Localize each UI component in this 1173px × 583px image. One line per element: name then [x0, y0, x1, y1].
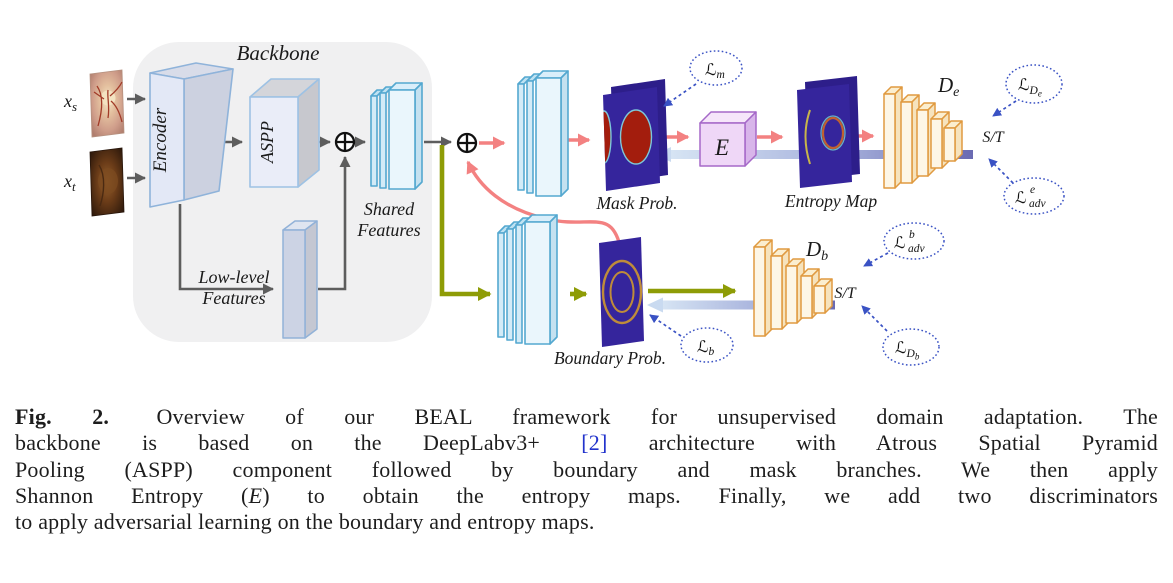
loss-mask-label: ℒm [705, 60, 725, 81]
loss-adv-entropy-ellipse [1003, 177, 1065, 215]
fundus-vessels [93, 81, 123, 127]
arrow-lowlevel-sum [318, 156, 351, 291]
figure-caption: Fig. 2. Overview of our BEAL framework f… [15, 404, 1158, 535]
source-image [89, 69, 125, 138]
adv-flow-arrowhead [647, 297, 663, 313]
svg-text:ℒ: ℒ [894, 233, 906, 252]
loss-disc-entropy-ellipse [1005, 64, 1063, 104]
svg-text:e: e [1030, 184, 1035, 196]
arrow-ladve-st [988, 158, 1014, 184]
target-image [89, 147, 125, 217]
st-label-boundary: S/T [834, 285, 856, 302]
caption-line-4: Shannon Entropy (E) to obtain the entrop… [15, 482, 1158, 508]
arrow-ldb-st [861, 305, 888, 332]
loss-boundary-ellipse [680, 327, 734, 363]
map-front-sheet [797, 84, 852, 188]
loss-adv-entropy-label: ℒ e adv [1015, 184, 1047, 210]
svg-text:b: b [909, 229, 915, 241]
backbone-arrows [127, 93, 452, 295]
backbone-title: Backbone [237, 41, 320, 65]
svg-text:adv: adv [1029, 198, 1047, 210]
beal-architecture-diagram: xs xt Backbone Encoder ASPP Low-level Fe… [63, 41, 1065, 368]
shared-features-label-line1: Shared [364, 199, 415, 219]
figure-number: Fig. 2. [15, 404, 110, 429]
optic-cup-region [619, 109, 653, 165]
mask-prob-map [603, 79, 668, 191]
caption-line-5: to apply adversarial learning on the bou… [15, 509, 595, 535]
entropy-arc [804, 109, 811, 165]
input-target-label: xt [63, 171, 76, 194]
arrow-shared-boundaryconv [439, 145, 492, 301]
shared-features-stack [370, 82, 423, 190]
loss-disc-boundary-ellipse [882, 328, 940, 366]
loss-adv-boundary-label: ℒ b adv [894, 229, 926, 255]
citation-link: [2] [581, 430, 608, 456]
st-label-entropy: S/T [982, 129, 1004, 146]
mask-prob-label: Mask Prob. [595, 193, 677, 213]
arrow-lm-maskprob [663, 83, 697, 107]
low-level-features-block [282, 220, 318, 339]
entropy-symbol: E [248, 482, 263, 508]
sum-node-2 [456, 132, 478, 154]
adversarial-flow-boundary [647, 297, 835, 313]
input-source-label: xs [63, 91, 77, 114]
disc-boundary-label: Db [805, 237, 828, 264]
loss-disc-entropy-label: ℒDe [1018, 75, 1042, 99]
map-front-sheet [599, 237, 644, 347]
discriminator-boundary-stack [753, 239, 833, 337]
entropy-op-block [699, 111, 757, 167]
low-level-label-line1: Low-level [198, 267, 270, 287]
inner-boundary-ring [609, 271, 635, 313]
disc-entropy-label: De [937, 73, 959, 100]
mask-conv-stack [517, 70, 569, 197]
loss-boundary-label: ℒb [697, 337, 715, 358]
sum-node-1 [334, 131, 356, 153]
caption-line-1: Fig. 2. Overview of our BEAL framework f… [15, 404, 1158, 429]
loss-annotations [680, 50, 1065, 366]
boundary-branch-arrows [439, 145, 737, 301]
entropy-ring [821, 116, 845, 150]
encoder-block [149, 62, 234, 208]
loss-disc-boundary-label: ℒDb [895, 338, 920, 362]
entropy-op-label: E [714, 135, 729, 160]
svg-text:ℒ: ℒ [1015, 188, 1027, 207]
loss-mask-ellipse [689, 50, 743, 86]
outer-boundary-ring [601, 259, 643, 325]
caption-line-3: Pooling (ASPP) component followed by bou… [15, 456, 1158, 482]
plus-icon [336, 133, 354, 151]
aspp-block [249, 78, 320, 188]
shared-features-label-line2: Features [356, 220, 420, 240]
boundary-conv-stack [497, 214, 558, 345]
entropy-map-label: Entropy Map [784, 191, 877, 211]
discriminator-entropy-stack [883, 86, 963, 189]
optic-disc-crescent [603, 110, 612, 164]
boundary-prob-map [599, 237, 644, 347]
loss-adv-boundary-ellipse [883, 222, 945, 260]
boundary-prob-label: Boundary Prob. [554, 348, 666, 368]
svg-text:adv: adv [908, 243, 926, 255]
encoder-label: Encoder [150, 107, 171, 173]
arrow-encoder-lowlevel [178, 204, 274, 295]
aspp-label: ASPP [257, 121, 277, 164]
low-level-label-line2: Features [201, 288, 265, 308]
loss-annotation-arrows [649, 83, 1017, 337]
arrow-lde-st [992, 100, 1017, 117]
caption-line-2: backbone is based on the DeepLabv3+ [2] … [15, 430, 1159, 456]
arrow-ladvb-st [863, 252, 889, 267]
arrow-lb-boundaryprob [649, 314, 682, 337]
plus-icon [458, 134, 476, 152]
entropy-map [797, 76, 860, 188]
